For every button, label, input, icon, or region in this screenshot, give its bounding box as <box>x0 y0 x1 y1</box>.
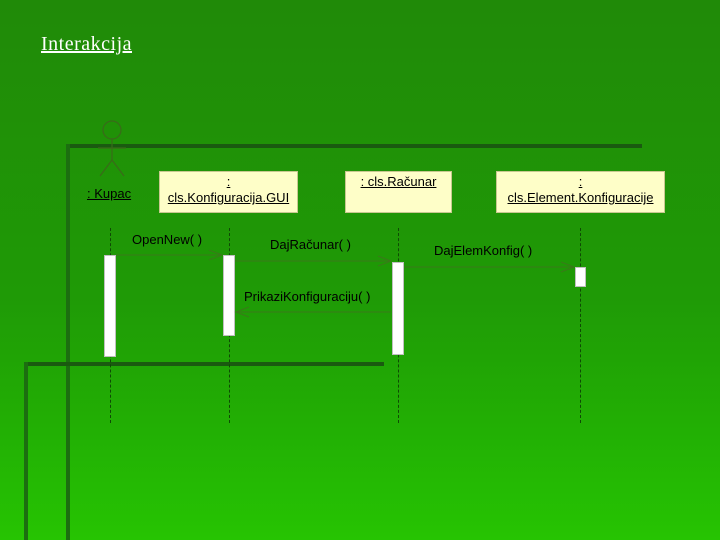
frame-left-line <box>66 144 70 540</box>
activation-konfiguracija-gui <box>223 255 235 336</box>
activation-racunar <box>392 262 404 355</box>
actor-icon <box>98 120 126 177</box>
slide-title: Interakcija <box>41 33 132 55</box>
activation-element-konfiguracije <box>575 267 586 287</box>
activation-kupac <box>104 255 116 357</box>
frame-top-line <box>66 144 642 148</box>
message-daj-racunar-label: DajRačunar( ) <box>270 237 351 252</box>
message-daj-elem-konfig-label: DajElemKonfig( ) <box>434 243 533 258</box>
object-konfiguracija-gui: : cls.Konfiguracija.GUI <box>159 171 298 213</box>
object-element-konfiguracije-line1: : <box>578 174 583 189</box>
object-element-konfiguracije-line2: cls.Element.Konfiguracije <box>507 190 654 205</box>
lifeline-element-konfiguracije <box>580 228 581 423</box>
frame-bottom-line <box>24 362 384 366</box>
object-konfiguracija-gui-line2: cls.Konfiguracija.GUI <box>167 190 290 205</box>
object-element-konfiguracije: : cls.Element.Konfiguracije <box>496 171 665 213</box>
arrow-daj-elem-konfig <box>404 261 576 273</box>
object-konfiguracija-gui-line1: : <box>226 174 231 189</box>
arrow-prikazi-konfiguraciju <box>234 306 391 318</box>
actor-kupac-label: : Kupac <box>87 186 132 201</box>
frame-left-line-2 <box>24 362 28 540</box>
arrow-open-new <box>116 249 224 261</box>
message-prikazi-konfiguraciju-label: PrikaziKonfiguraciju( ) <box>244 289 371 304</box>
message-open-new-label: OpenNew( ) <box>132 232 203 247</box>
object-racunar-line1: : cls.Računar <box>360 174 437 189</box>
arrow-daj-racunar <box>235 255 393 267</box>
object-racunar: : cls.Računar <box>345 171 452 213</box>
